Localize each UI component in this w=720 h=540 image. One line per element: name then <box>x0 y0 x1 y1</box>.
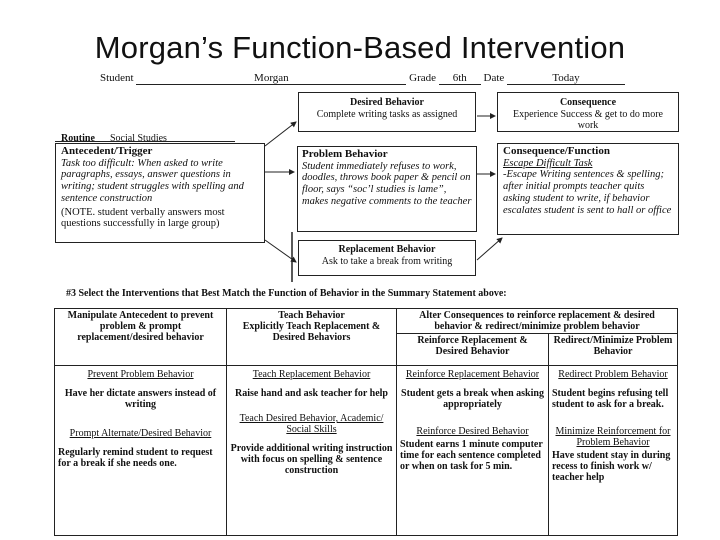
antecedent-text: Task too difficult: When asked to write … <box>61 157 244 204</box>
col2-header: Teach Behavior Explicitly Teach Replacem… <box>226 308 397 366</box>
consequence-text: Experience Success & get to do more work <box>513 108 663 132</box>
consequence-function-heading: Consequence/Function <box>503 145 610 157</box>
problem-behavior-text: Student immediately refuses to work, doo… <box>302 160 472 207</box>
consequence-function-subheading: Escape Difficult Task <box>503 157 593 169</box>
consequence-heading: Consequence <box>559 97 617 108</box>
antecedent-heading: Antecedent/Trigger <box>61 145 153 157</box>
col34-header: Alter Consequences to reinforce replacem… <box>395 308 679 334</box>
desired-behavior-box: Desired Behavior Complete writing tasks … <box>298 92 476 132</box>
consequence-box: Consequence Experience Success & get to … <box>497 92 679 132</box>
student-label: Student <box>100 72 134 84</box>
desired-behavior-heading: Desired Behavior <box>350 97 424 108</box>
col3-cell: Reinforce Replacement Behavior Student g… <box>396 365 549 536</box>
grade-label: Grade <box>409 72 436 84</box>
replacement-behavior-heading: Replacement Behavior <box>338 244 436 255</box>
consequence-function-text: -Escape Writing sentences & spelling; af… <box>503 169 672 216</box>
interventions-table: Manipulate Antecedent to prevent problem… <box>54 308 679 536</box>
date-value: Today <box>507 72 626 85</box>
page-title: Morgan’s Function-Based Intervention <box>94 30 626 65</box>
replacement-behavior-text: Ask to take a break from writing <box>321 255 453 267</box>
antecedent-box: Antecedent/Trigger Task too difficult: W… <box>55 143 265 243</box>
step3-instruction: #3 Select the Interventions that Best Ma… <box>66 288 507 299</box>
problem-behavior-box: Problem Behavior Student immediately ref… <box>297 146 477 232</box>
replacement-behavior-box: Replacement Behavior Ask to take a break… <box>298 240 476 276</box>
col4-subheader: Redirect/Minimize Problem Behavior <box>547 333 679 366</box>
routine-label: Routine <box>61 133 95 144</box>
header-row: Student Morgan Grade 6th Date Today <box>100 72 626 85</box>
desired-behavior-text: Complete writing tasks as assigned <box>316 108 458 120</box>
routine-row: Routine Social Studies <box>55 126 235 144</box>
student-value: Morgan <box>136 72 407 85</box>
col1-cell: Prevent Problem Behavior Have her dictat… <box>54 365 227 536</box>
antecedent-note: (NOTE. student verbally answers most que… <box>61 206 225 230</box>
routine-value: Social Studies <box>110 133 167 144</box>
problem-behavior-heading: Problem Behavior <box>302 148 388 160</box>
consequence-function-box: Consequence/Function Escape Difficult Ta… <box>497 143 679 235</box>
grade-value: 6th <box>438 72 481 85</box>
col1-header: Manipulate Antecedent to prevent problem… <box>54 308 227 366</box>
col3-subheader: Reinforce Replacement & Desired Behavior <box>396 333 549 366</box>
col2-cell: Teach Replacement Behavior Raise hand an… <box>226 365 397 536</box>
date-label: Date <box>483 72 505 84</box>
col4-cell: Redirect Problem Behavior Student begins… <box>547 365 679 536</box>
